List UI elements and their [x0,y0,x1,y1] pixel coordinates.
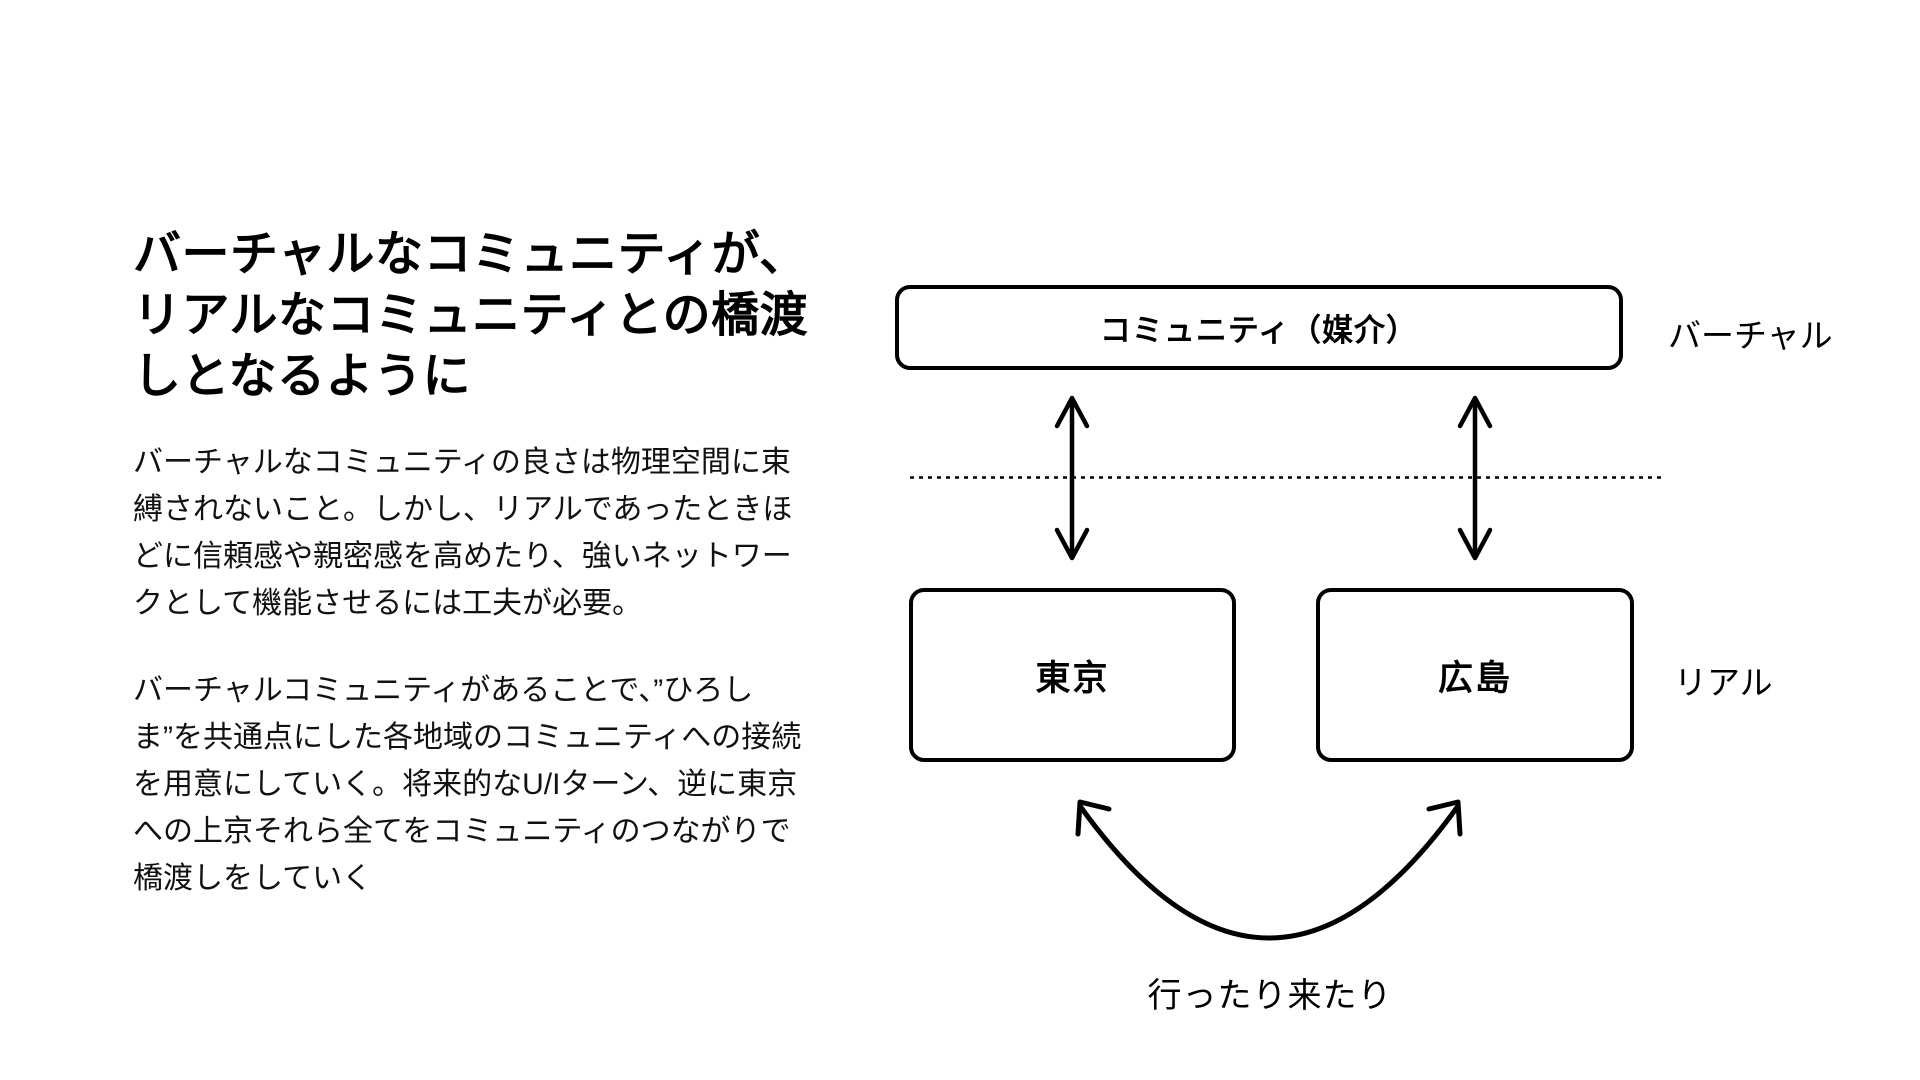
body-paragraph-1: バーチャルなコミュニティの良さは物理空間に束 縛されないこと。しかし、リアルであ… [133,446,793,620]
vertical-double-arrow-right-icon [1457,395,1493,561]
curved-double-arrow-icon [1075,799,1463,941]
vertical-double-arrow-left-icon [1054,395,1090,561]
back-and-forth-caption: 行ったり来たり [1147,977,1393,1015]
left-text-panel: バーチャルなコミュニティが、 リアルなコミュニティとの橋渡 しとなるように バー… [133,224,813,902]
real-layer-label: リアル [1674,664,1773,701]
virtual-layer-label: バーチャル [1668,317,1833,354]
community-mediator-box-label: コミュニティ（媒介） [1099,313,1419,348]
body-paragraph-2: バーチャルコミュニティがあることで、”ひろし ま”を共通点にした各地域のコミュニ… [133,674,802,895]
page-title: バーチャルなコミュニティが、 リアルなコミュニティとの橋渡 しとなるように [133,228,809,403]
hiroshima-box-label: 広島 [1437,658,1512,698]
tokyo-box-label: 東京 [1035,658,1110,698]
community-mediator-box: コミュニティ（媒介） [895,285,1623,370]
hiroshima-box: 広島 [1316,588,1634,762]
tokyo-box: 東京 [909,588,1236,762]
